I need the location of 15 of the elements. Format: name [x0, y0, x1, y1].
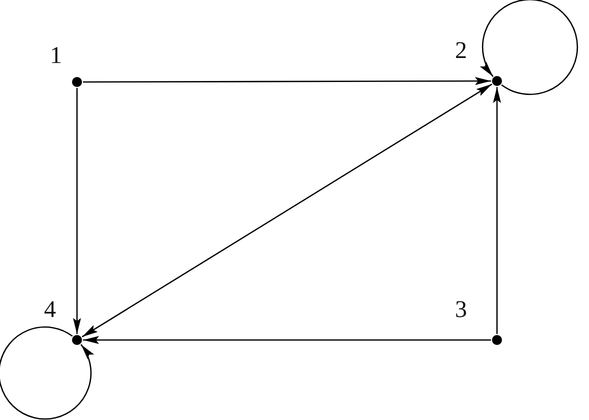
- vertex-label: 2: [455, 39, 467, 63]
- vertex-dot: [492, 76, 502, 86]
- self-loop-arrow: [480, 0, 578, 95]
- arrow: [83, 77, 491, 86]
- vertex-dot: [492, 335, 502, 345]
- arrow: [73, 88, 81, 334]
- self-loop-arrow: [0, 326, 94, 420]
- vertex-dot: [72, 77, 82, 87]
- vertex-label: 1: [50, 44, 62, 68]
- arrow: [83, 336, 491, 344]
- arrow: [82, 84, 492, 338]
- vertex-label: 4: [44, 298, 56, 322]
- vertex-dot: [72, 335, 82, 345]
- arrow: [493, 87, 501, 334]
- vertex-label: 3: [455, 298, 467, 322]
